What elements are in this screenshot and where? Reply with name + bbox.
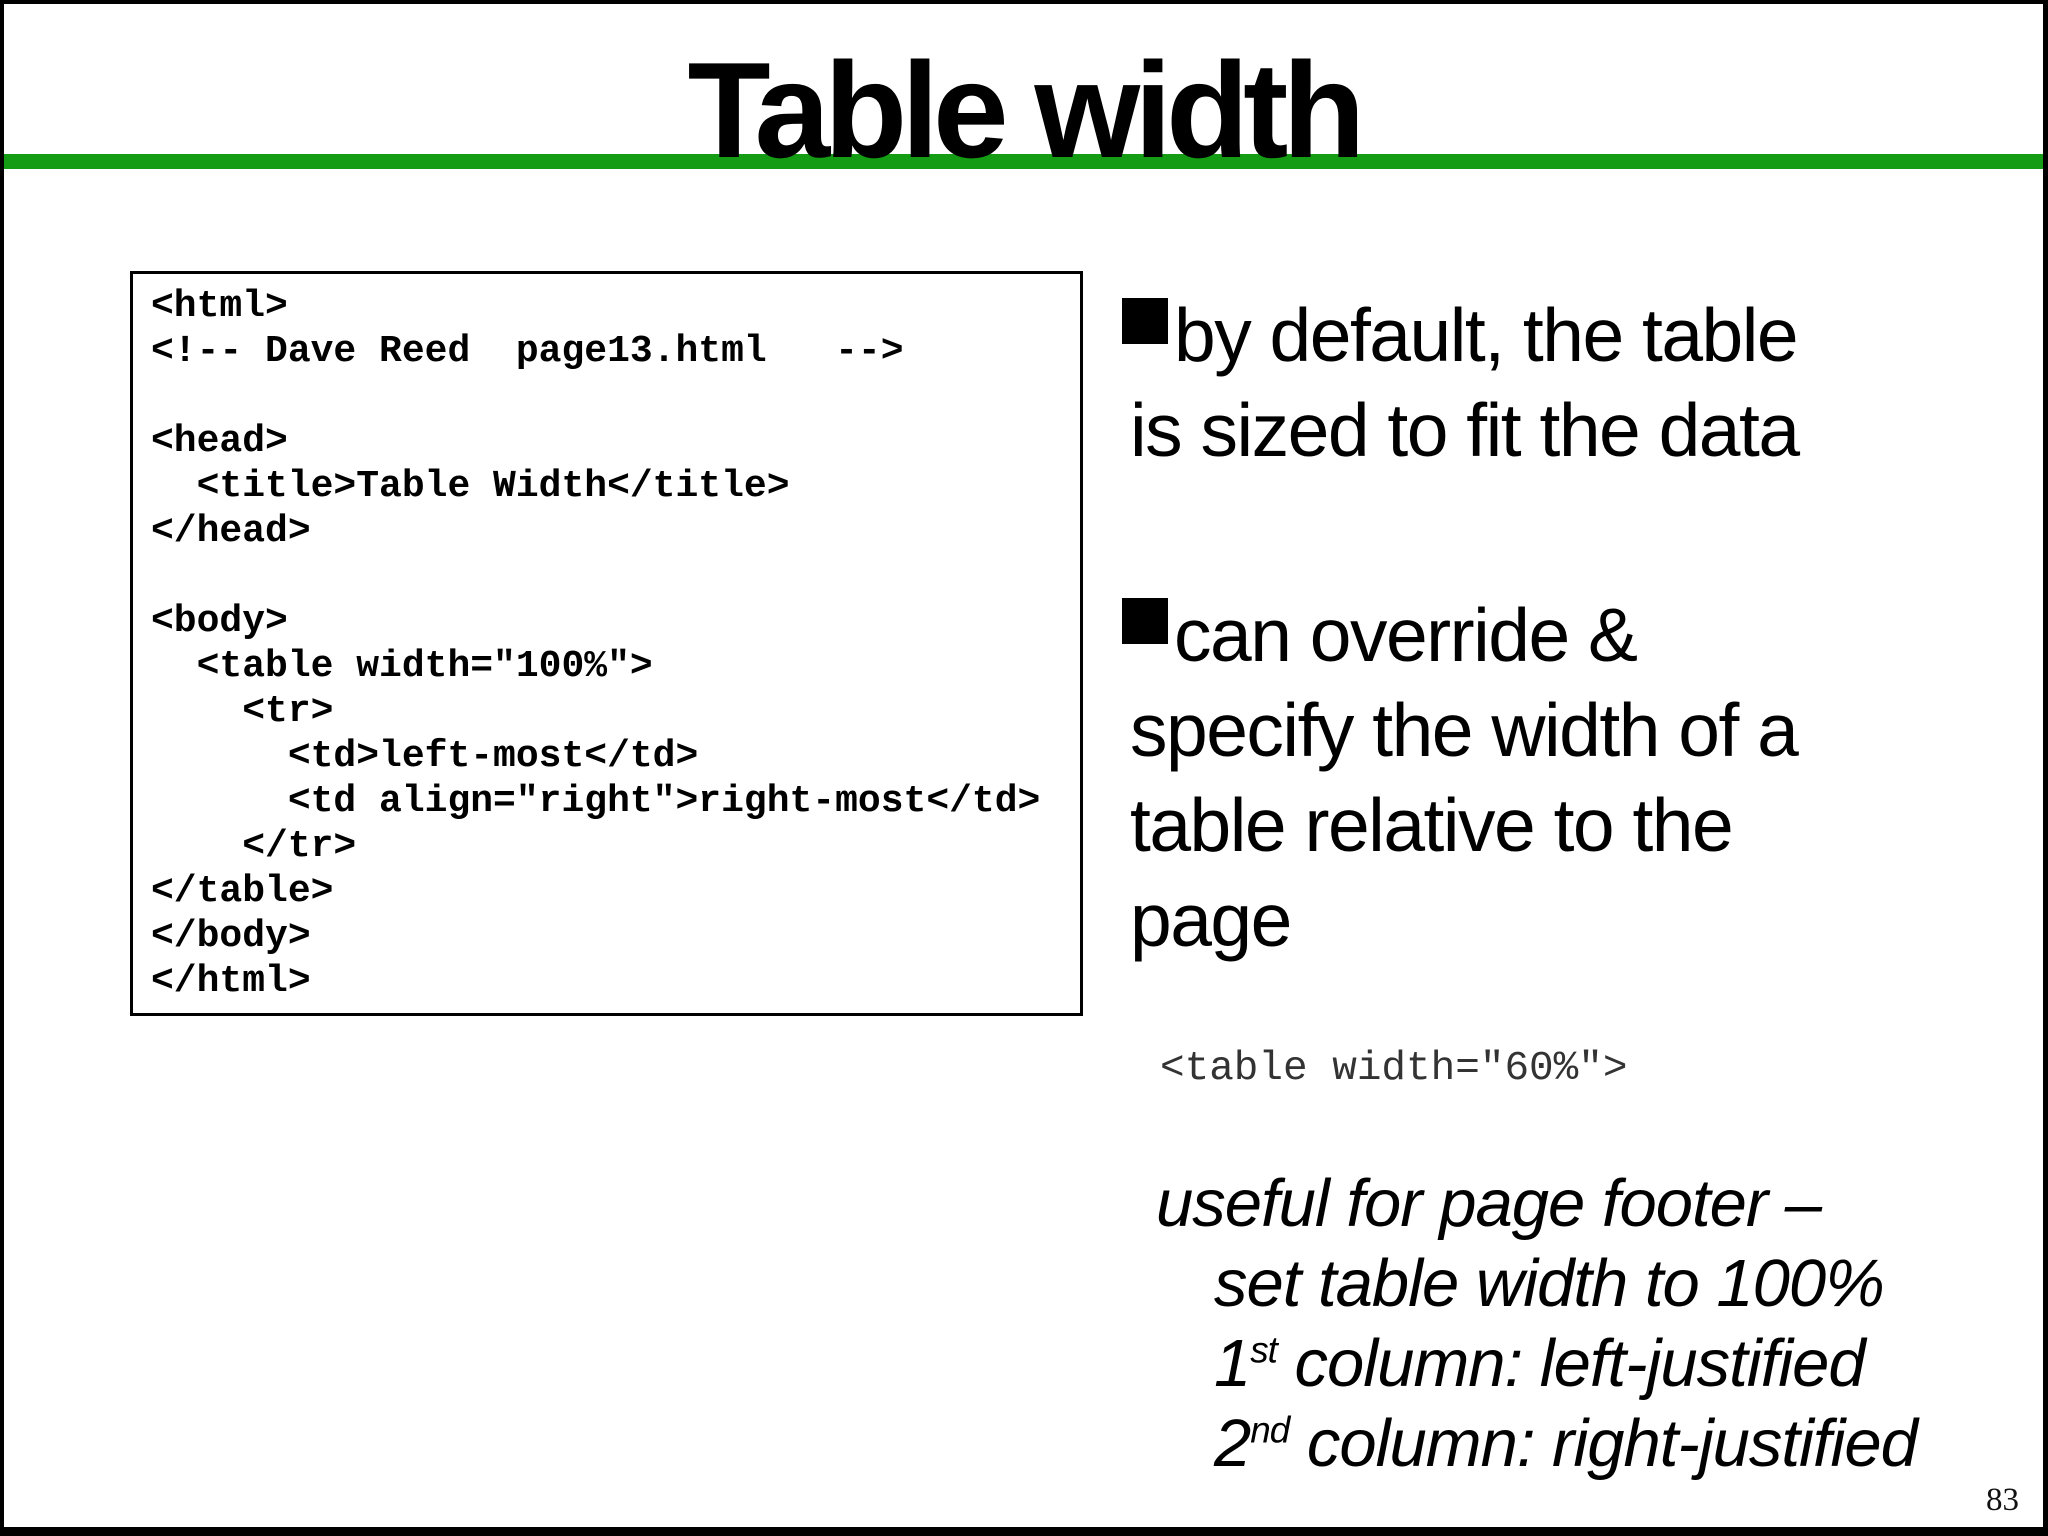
square-bullet-icon (1122, 298, 1168, 344)
square-bullet-icon (1122, 598, 1168, 644)
title-underline-bar (4, 154, 2043, 169)
bullet-item-override-width: can override & specify the width of a ta… (1122, 588, 2010, 968)
note-line-4: 2nd column: right-justified (1156, 1404, 2043, 1484)
italic-note: useful for page footer – set table width… (1156, 1164, 2043, 1484)
note-line-2: set table width to 100% (1214, 1246, 1885, 1321)
bullet-text: by default, the table is sized to fit th… (1130, 293, 1800, 472)
note-line-1: useful for page footer – (1156, 1166, 1822, 1241)
bullet-text: can override & specify the width of a ta… (1130, 593, 1799, 962)
bullet-item-default-sizing: by default, the table is sized to fit th… (1122, 288, 2010, 478)
ordinal-suffix: st (1250, 1329, 1278, 1371)
ordinal-suffix: nd (1250, 1409, 1290, 1451)
code-snippet-table-width-60: <table width="60%"> (1160, 1046, 1628, 1092)
note-line-3: 1st column: left-justified (1156, 1324, 2043, 1404)
note-line-3-text: column: left-justified (1276, 1326, 1866, 1401)
ordinal-number: 1 (1214, 1326, 1251, 1401)
slide-title: Table width (687, 34, 1366, 186)
note-line-4-text: column: right-justified (1289, 1406, 1918, 1481)
code-example: <html> <!-- Dave Reed page13.html --> <h… (151, 285, 1041, 1003)
page-number: 83 (1986, 1482, 2019, 1518)
ordinal-number: 2 (1214, 1406, 1251, 1481)
code-example-box: <html> <!-- Dave Reed page13.html --> <h… (130, 271, 1083, 1016)
